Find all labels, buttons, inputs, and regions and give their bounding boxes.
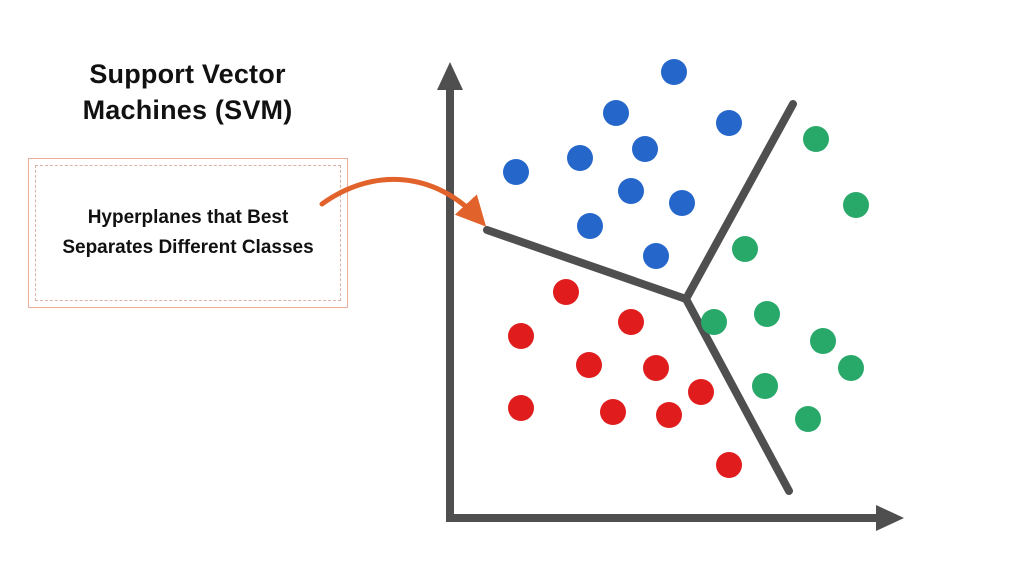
hyperplane-line-2 [682,100,797,303]
annotation-text-line1: Hyperplanes that Best [87,206,289,228]
data-point-blue [643,243,669,269]
page-title: Support Vector Machines (SVM) [35,56,340,129]
data-point-blue [603,100,629,126]
data-point-blue [661,59,687,85]
hyperplane-line-3 [682,295,793,495]
data-point-red [600,399,626,425]
data-point-red [688,379,714,405]
page-title-line1: Support Vector [89,59,286,89]
data-point-green [754,301,780,327]
hyperplane-line-1 [483,226,690,303]
data-point-red [508,395,534,421]
data-point-green [795,406,821,432]
data-point-red [618,309,644,335]
data-point-blue [503,159,529,185]
data-point-blue [716,110,742,136]
data-point-red [656,402,682,428]
data-point-green [752,373,778,399]
y-axis-arrowhead [437,62,463,90]
data-point-green [732,236,758,262]
plot-layers [319,59,904,531]
data-point-blue [567,145,593,171]
data-point-green [810,328,836,354]
data-point-green [701,309,727,335]
annotation-box: Hyperplanes that Best Separates Differen… [28,158,348,308]
data-point-blue [577,213,603,239]
data-point-red [576,352,602,378]
annotation-arrow [319,176,487,227]
annotation-text-line2: Separates Different Classes [62,237,314,258]
x-axis-arrowhead [876,505,904,531]
annotation-text: Hyperplanes that Best Separates Differen… [35,165,341,301]
data-point-red [553,279,579,305]
data-point-blue [632,136,658,162]
data-point-green [843,192,869,218]
data-point-blue [618,178,644,204]
data-point-red [643,355,669,381]
data-point-red [508,323,534,349]
data-point-green [838,355,864,381]
data-point-red [716,452,742,478]
data-point-blue [669,190,695,216]
data-point-green [803,126,829,152]
page-title-line2: Machines (SVM) [82,95,293,126]
